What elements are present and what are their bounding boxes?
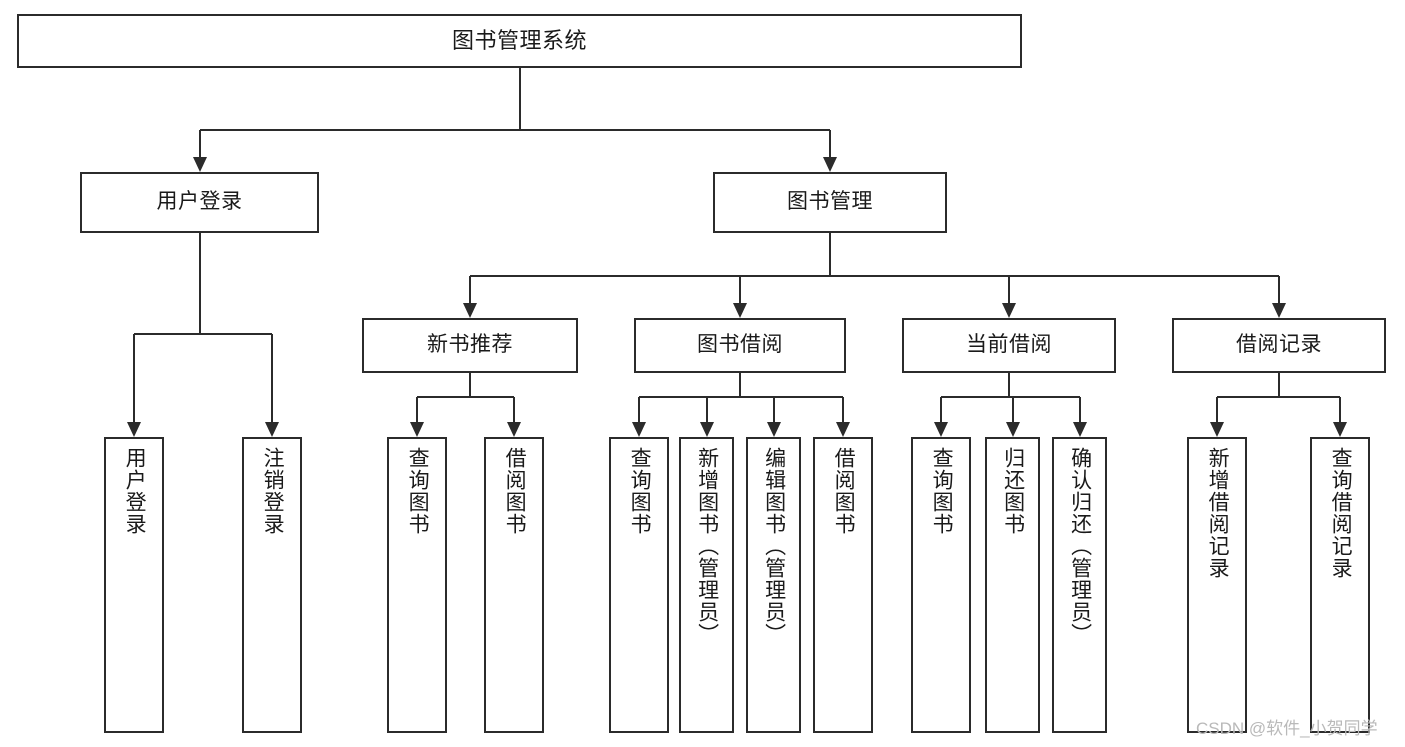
node-leaf-confirm-return[interactable]: 确认归还（管理员） (1052, 437, 1107, 733)
arrow-head-icon-leaf-borrow-book-recommend (507, 422, 521, 437)
node-leaf-add-borrow-record[interactable]: 新增借阅记录 (1187, 437, 1247, 733)
connector-bus-book-manage (470, 275, 1279, 277)
connector-drop-leaf-user-login (133, 334, 135, 423)
connector-bus-borrow-record (1217, 396, 1340, 398)
node-leaf-user-login[interactable]: 用户登录 (104, 437, 164, 733)
node-current-borrow[interactable]: 当前借阅 (902, 318, 1116, 373)
node-leaf-return-book[interactable]: 归还图书 (985, 437, 1040, 733)
arrow-head-icon-borrow-record (1272, 303, 1286, 318)
connector-stem-root (518, 68, 521, 130)
arrow-head-icon-book-borrow (733, 303, 747, 318)
node-label-leaf-return-book: 归还图书 (1001, 447, 1025, 535)
connector-drop-leaf-query-book-borrow (638, 397, 640, 423)
connector-drop-borrow-record (1278, 276, 1280, 304)
node-label-book-manage: 图书管理 (787, 190, 873, 214)
node-book-borrow[interactable]: 图书借阅 (634, 318, 846, 373)
node-label-user-login: 用户登录 (156, 190, 243, 214)
node-label-leaf-query-borrow-record: 查询借阅记录 (1329, 447, 1353, 579)
arrow-head-icon-current-borrow (1002, 303, 1016, 318)
node-label-leaf-add-borrow-record: 新增借阅记录 (1206, 447, 1230, 579)
node-label-current-borrow: 当前借阅 (966, 333, 1052, 357)
node-label-leaf-query-book-recommend: 查询图书 (406, 447, 430, 535)
connector-bus-root (199, 129, 830, 131)
connector-drop-new-book-recommend (469, 276, 471, 304)
connector-bus-new-book-recommend (417, 396, 514, 398)
connector-stem-new-book-recommend (469, 373, 471, 397)
node-label-book-borrow: 图书借阅 (697, 333, 783, 357)
connector-drop-leaf-borrow-book (842, 397, 844, 423)
node-label-leaf-user-login: 用户登录 (123, 447, 147, 535)
arrow-head-icon-leaf-user-logout (265, 422, 279, 437)
node-label-leaf-user-logout: 注销登录 (261, 447, 285, 535)
connector-drop-leaf-add-borrow-record (1216, 397, 1218, 423)
connector-stem-borrow-record (1278, 373, 1280, 397)
arrow-head-icon-leaf-add-borrow-record (1210, 422, 1224, 437)
arrow-head-icon-leaf-query-borrow-record (1333, 422, 1347, 437)
node-leaf-borrow-book-recommend[interactable]: 借阅图书 (484, 437, 544, 733)
node-leaf-query-book-current[interactable]: 查询图书 (911, 437, 971, 733)
connector-drop-leaf-query-book-current (940, 397, 942, 423)
node-label-leaf-edit-book: 编辑图书（管理员） (762, 447, 786, 645)
connector-drop-leaf-add-book (705, 397, 708, 423)
node-leaf-add-book[interactable]: 新增图书（管理员） (679, 437, 734, 733)
connector-stem-user-login (198, 233, 201, 334)
arrow-head-icon-new-book-recommend (463, 303, 477, 318)
node-leaf-edit-book[interactable]: 编辑图书（管理员） (746, 437, 801, 733)
node-root[interactable]: 图书管理系统 (17, 14, 1022, 68)
node-leaf-borrow-book[interactable]: 借阅图书 (813, 437, 873, 733)
node-label-leaf-query-book-current: 查询图书 (930, 447, 954, 535)
connector-drop-current-borrow (1008, 276, 1010, 304)
node-leaf-user-logout[interactable]: 注销登录 (242, 437, 302, 733)
arrow-head-icon-leaf-query-book-recommend (410, 422, 424, 437)
node-label-leaf-borrow-book: 借阅图书 (832, 447, 856, 535)
node-label-borrow-record: 借阅记录 (1236, 333, 1322, 357)
arrow-head-icon-user-login (192, 157, 207, 172)
connector-stem-current-borrow (1008, 373, 1010, 397)
node-book-manage[interactable]: 图书管理 (713, 172, 947, 233)
node-borrow-record[interactable]: 借阅记录 (1172, 318, 1386, 373)
connector-drop-leaf-query-book-recommend (416, 397, 418, 423)
arrow-head-icon-leaf-edit-book (766, 422, 781, 437)
node-label-leaf-confirm-return: 确认归还（管理员） (1068, 447, 1092, 645)
connector-bus-user-login (134, 333, 272, 335)
arrow-head-icon-leaf-query-book-current (934, 422, 948, 437)
connector-drop-leaf-confirm-return (1078, 397, 1081, 423)
connector-drop-book-manage (829, 130, 831, 158)
node-leaf-query-book-borrow[interactable]: 查询图书 (609, 437, 669, 733)
arrow-head-icon-leaf-query-book-borrow (632, 422, 646, 437)
node-user-login[interactable]: 用户登录 (80, 172, 319, 233)
connector-drop-book-borrow (739, 276, 741, 304)
node-new-book-recommend[interactable]: 新书推荐 (362, 318, 578, 373)
arrow-head-icon-book-manage (823, 157, 837, 172)
arrow-head-icon-leaf-confirm-return (1072, 422, 1087, 437)
connector-drop-leaf-query-borrow-record (1339, 397, 1341, 423)
arrow-head-icon-leaf-borrow-book (836, 422, 850, 437)
arrow-head-icon-leaf-return-book (1005, 422, 1020, 437)
node-label-new-book-recommend: 新书推荐 (427, 333, 513, 357)
csdn-watermark: CSDN @软件_小贺同学 (1196, 719, 1378, 738)
connector-drop-leaf-edit-book (772, 397, 775, 423)
arrow-head-icon-leaf-user-login (127, 422, 141, 437)
connector-drop-leaf-borrow-book-recommend (513, 397, 515, 423)
node-label-root: 图书管理系统 (451, 28, 587, 54)
node-label-leaf-query-book-borrow: 查询图书 (628, 447, 652, 535)
node-label-leaf-add-book: 新增图书（管理员） (695, 447, 719, 645)
node-label-leaf-borrow-book-recommend: 借阅图书 (503, 447, 527, 535)
connector-drop-leaf-return-book (1011, 397, 1014, 423)
connector-stem-book-manage (829, 233, 831, 276)
node-leaf-query-book-recommend[interactable]: 查询图书 (387, 437, 447, 733)
connector-drop-leaf-user-logout (271, 334, 273, 423)
connector-bus-current-borrow (941, 396, 1080, 398)
connector-drop-user-login (198, 130, 201, 158)
connector-bus-book-borrow (639, 396, 843, 398)
node-leaf-query-borrow-record[interactable]: 查询借阅记录 (1310, 437, 1370, 733)
connector-stem-book-borrow (739, 373, 741, 397)
arrow-head-icon-leaf-add-book (699, 422, 714, 437)
